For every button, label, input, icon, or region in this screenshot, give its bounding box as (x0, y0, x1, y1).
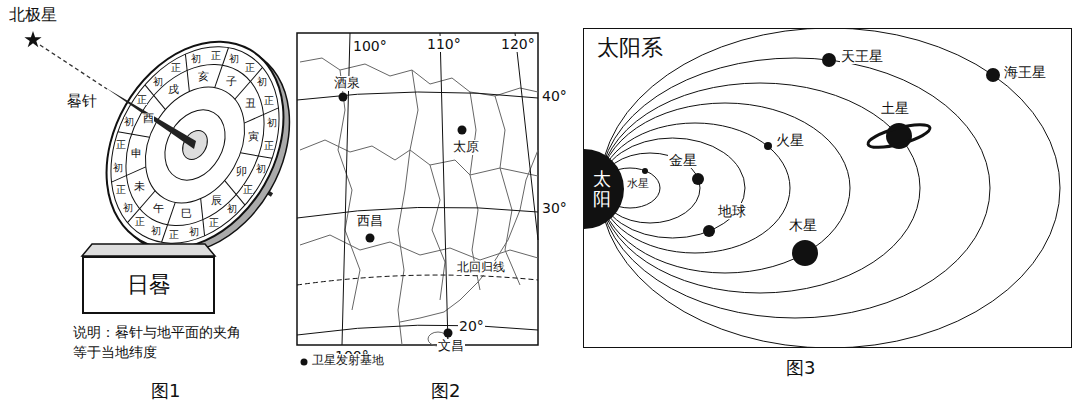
planet-label: 木星 (788, 217, 818, 233)
dial-mark: 初 (267, 118, 277, 128)
planets (642, 53, 1000, 266)
launch-site-dots (339, 93, 467, 338)
city-label: 太原 (452, 140, 480, 155)
base-slab (82, 244, 215, 256)
degree-label: 120° (500, 36, 536, 52)
dial-mark: 正 (171, 63, 181, 73)
base-box: 日晷 (82, 256, 215, 314)
planet-label: 地球 (717, 203, 747, 219)
planet-label: 金星 (668, 152, 698, 168)
dial-mark: 正 (211, 51, 221, 61)
sun-shape: 太阳 (584, 149, 626, 229)
orbits (600, 29, 1060, 347)
planet-label: 天王星 (840, 48, 884, 64)
dial-mark: 初 (153, 77, 163, 87)
dial-mark: 正 (116, 140, 126, 150)
planet-label: 海王星 (1003, 64, 1047, 80)
graticule (297, 33, 538, 345)
dial-tick (244, 97, 278, 134)
dial-mark: 正 (116, 185, 126, 195)
dial-mark: 初 (229, 54, 239, 64)
legend-text: 卫星发射基地 (311, 354, 385, 368)
dial-mark: 初 (123, 203, 133, 213)
dial-mark: 初 (227, 204, 237, 214)
dial-mark: 初 (151, 226, 161, 236)
dial-branch: 午 (153, 203, 164, 214)
tropic-label: 北回归线 (456, 261, 506, 275)
dial-mark: 初 (113, 163, 123, 173)
dial-mark: 初 (189, 227, 199, 237)
province-borders (300, 58, 538, 346)
city-label: 文昌 (437, 339, 465, 354)
planet-label: 水星 (626, 178, 650, 191)
planet-label: 土星 (880, 100, 910, 116)
degree-label: 110° (426, 36, 462, 52)
node-text: 太阳 (593, 169, 611, 209)
planet-label: 火星 (775, 132, 805, 148)
dial-branch: 卯 (236, 166, 247, 177)
dial-branch: 亥 (198, 71, 209, 82)
dial-mark: 正 (169, 230, 179, 240)
degree-label: 40° (541, 88, 568, 104)
dial-mark: 正 (137, 95, 147, 105)
city-label: 西昌 (356, 214, 384, 229)
dial-branch: 酉 (143, 113, 154, 124)
dial-branch: 辰 (211, 195, 222, 206)
note-text: 说明：晷针与地平面的夹角等于当地纬度 (72, 323, 245, 362)
dial-mark: 初 (191, 54, 201, 64)
dial-mark: 初 (256, 164, 266, 174)
dial-mark: 正 (209, 218, 219, 228)
dial-mark: 正 (264, 96, 274, 106)
sun-half-circle (584, 149, 624, 229)
legend-dot (301, 359, 308, 366)
dial-branch: 戌 (168, 84, 179, 95)
gnomon-upper (106, 88, 196, 149)
city-label: 酒泉 (333, 76, 361, 91)
dial-mark: 初 (257, 77, 267, 87)
degree-label: 100° (352, 38, 388, 54)
system-frame: 太阳系太阳 (583, 28, 1072, 348)
figure-caption: 图3 (785, 358, 816, 379)
dial-mark: 正 (135, 217, 145, 227)
tropic-line (297, 275, 538, 285)
dial-face (71, 10, 320, 281)
polaris-star (24, 31, 41, 47)
dial-branch: 申 (131, 148, 142, 159)
dial-mark: 正 (243, 185, 253, 195)
figure-caption: 图1 (150, 381, 181, 402)
dial-branch: 子 (226, 76, 237, 87)
sight-line (40, 45, 107, 89)
dial-branch: 巳 (181, 208, 192, 219)
gnomon-label: 晷针 (66, 93, 98, 110)
node-text: 日晷 (127, 270, 171, 300)
dial-mark: 正 (245, 63, 255, 73)
dial-branch: 未 (134, 181, 145, 192)
degree-label: 20° (458, 318, 485, 334)
star-label: 北极星 (8, 6, 58, 24)
degree-label: 30° (541, 200, 568, 216)
dial-mark: 初 (124, 117, 134, 127)
node-text: 太阳系 (594, 33, 666, 63)
figure-caption: 图2 (430, 381, 461, 402)
dial-branch: 丑 (245, 98, 256, 109)
dial-tick (112, 156, 146, 193)
dial-branch: 寅 (248, 131, 259, 142)
dial-mark: 正 (264, 141, 274, 151)
map-frame (297, 33, 538, 345)
